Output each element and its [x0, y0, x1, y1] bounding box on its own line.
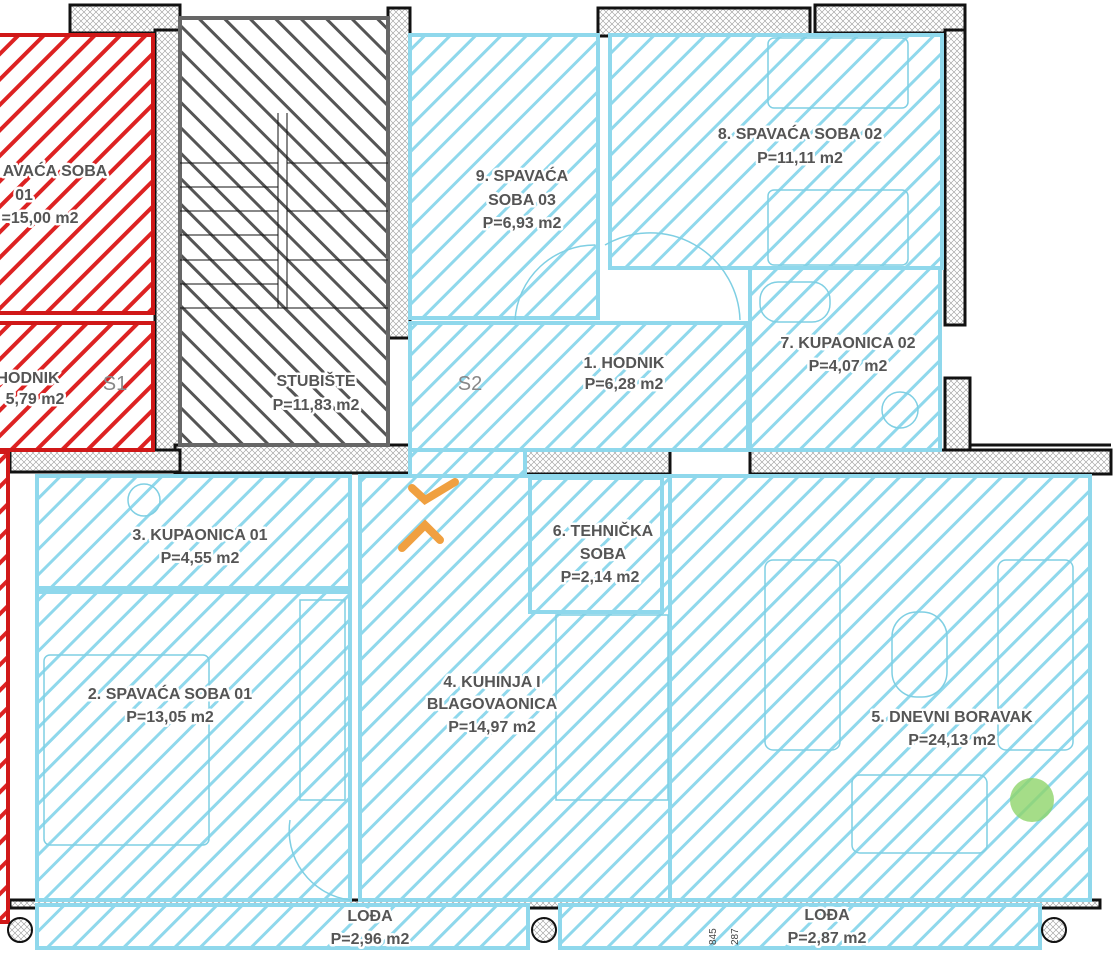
- room-6: [528, 476, 664, 614]
- room-3-label: 3. KUPAONICA 01: [132, 527, 267, 544]
- neighbor-bedroom-label: AVAĆA SOBA: [3, 161, 108, 180]
- room-4-label: 4. KUHINJA I: [443, 674, 540, 691]
- room-5: [668, 474, 1092, 902]
- column-icon: [1041, 917, 1067, 943]
- dimension-b: 287: [730, 928, 741, 945]
- marker-s1: S1: [103, 373, 127, 395]
- neighbor-bedroom-area: =15,00 m2: [2, 210, 79, 227]
- room-3-area: P=4,55 m2: [161, 550, 240, 567]
- room-5-area: P=24,13 m2: [908, 732, 996, 749]
- column-icon: [531, 917, 557, 943]
- room-8: [608, 33, 944, 270]
- loda-2-area: P=2,87 m2: [788, 930, 867, 947]
- room-6-label-2: SOBA: [580, 546, 627, 563]
- loda-2: [558, 903, 1042, 950]
- room-1-label: 1. HODNIK: [584, 355, 665, 372]
- room-8-label: 8. SPAVAĆA SOBA 02: [718, 124, 882, 143]
- neighbor-hall-area: 5,79 m2: [6, 391, 65, 408]
- walls: [8, 3, 1113, 910]
- room-7: [748, 266, 942, 452]
- room-7-area: P=4,07 m2: [809, 358, 888, 375]
- dimension-a: 845: [708, 928, 719, 945]
- room-6-label: 6. TEHNIČKA: [553, 521, 654, 540]
- room-9-area: P=6,93 m2: [483, 215, 562, 232]
- loda-1-area: P=2,96 m2: [331, 931, 410, 948]
- neighbor-hall: [0, 321, 155, 452]
- stair-label: STUBIŠTE: [276, 371, 355, 390]
- room-7-label: 7. KUPAONICA 02: [780, 335, 915, 352]
- column-icon: [7, 917, 33, 943]
- loda-1: [35, 903, 530, 950]
- room-1-area: P=6,28 m2: [585, 376, 664, 393]
- neighbor-hall-label: HODNIK: [0, 370, 60, 387]
- room-5-label: 5. DNEVNI BORAVAK: [871, 709, 1033, 726]
- furniture: [43, 37, 1074, 901]
- stair-area: P=11,83 m2: [273, 397, 360, 414]
- logo-watermark: [398, 478, 459, 552]
- room-2-area: P=13,05 m2: [126, 709, 214, 726]
- stair-steps: [180, 113, 388, 309]
- room-4-label-2: BLAGOVAONICA: [427, 696, 558, 713]
- room-9: [408, 33, 600, 320]
- neighbor-strip: [0, 450, 10, 924]
- room-2-label: 2. SPAVAĆA SOBA 01: [88, 684, 252, 703]
- room-4-area: P=14,97 m2: [448, 719, 536, 736]
- plant-icon: [1010, 778, 1054, 822]
- stairwell: [178, 16, 390, 447]
- room-6-area: P=2,14 m2: [561, 569, 640, 586]
- loda-1-label: LOĐA: [347, 908, 393, 925]
- room-2: [35, 590, 352, 902]
- neighbor-bedroom-label-2: 01: [15, 187, 33, 204]
- room-1: [408, 321, 750, 452]
- room-9-label: 9. SPAVAĆA: [476, 166, 569, 185]
- loda-2-label: LOĐA: [804, 907, 850, 924]
- room-3: [35, 474, 352, 590]
- room-9-label-2: SOBA 03: [488, 192, 556, 209]
- marker-s2: S2: [458, 373, 482, 395]
- neighbor-bedroom: [0, 33, 155, 315]
- room-8-area: P=11,11 m2: [757, 150, 843, 167]
